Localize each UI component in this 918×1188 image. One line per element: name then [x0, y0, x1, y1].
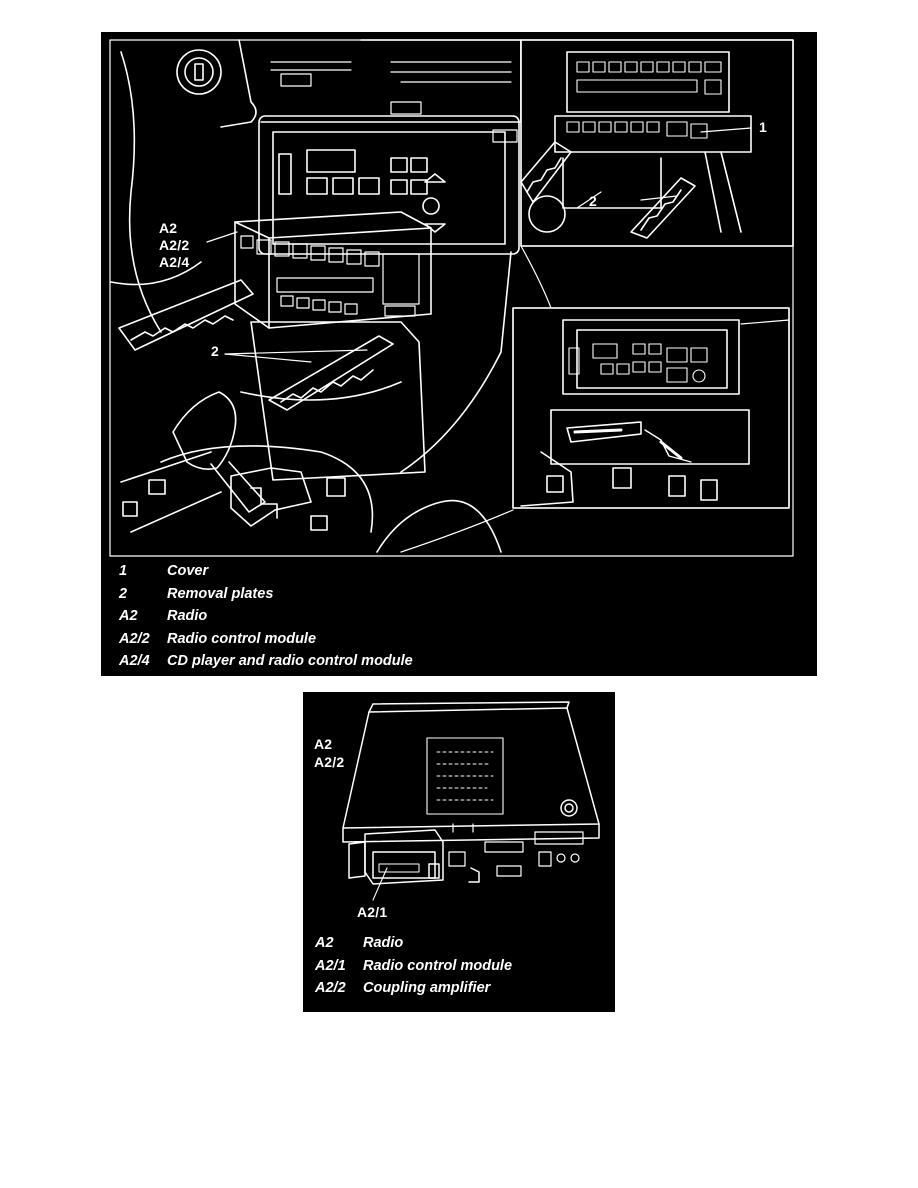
inset-frame-bottom: [512, 307, 790, 509]
callout-a2-4: A2/4: [159, 254, 190, 270]
callout-a2-2: A2/2: [159, 237, 190, 253]
inset-cover-detail: [520, 39, 794, 247]
callout-a2-2: A2/2: [314, 754, 345, 770]
legend-key: A2/2: [119, 630, 150, 647]
vent-grilles: [270, 61, 518, 143]
legend-key: A2/2: [315, 980, 346, 996]
radio-unit-illustration: [342, 701, 600, 901]
dash-contour-top: [220, 39, 257, 128]
legend-key: 1: [119, 563, 128, 579]
removal-plate-left: [118, 279, 254, 351]
ignition-knob: [176, 49, 222, 95]
legend-key: A2/1: [315, 957, 346, 974]
callout-a2: A2: [314, 736, 333, 752]
legend-value: Coupling amplifier: [363, 980, 491, 996]
legend-value: Cover: [167, 563, 209, 579]
legend-key: 2: [119, 585, 128, 602]
legend-key: A2: [315, 935, 334, 951]
callout-a2-1: A2/1: [357, 904, 388, 920]
console-edge: [376, 499, 502, 553]
control-module: [348, 829, 480, 885]
console-side: [400, 251, 512, 473]
legend-key: A2/4: [119, 653, 150, 669]
dash-contour-left: [120, 51, 162, 333]
legend-value: Removal plates: [167, 585, 274, 602]
radio-housing: [342, 701, 600, 843]
removal-plate-right: [268, 335, 394, 411]
storage-tray: [250, 321, 426, 481]
console-switch: [148, 479, 166, 495]
gear-shift: [120, 391, 374, 533]
leader-line-radio: [206, 231, 238, 243]
inset-connector: [520, 245, 552, 309]
climate-control-panel: [258, 115, 520, 255]
callout-removal-plates: 2: [211, 343, 219, 359]
legend-value: Radio: [363, 935, 404, 951]
legend-key: A2: [119, 608, 138, 624]
legend-value: Radio control module: [167, 630, 317, 647]
legend-value: CD player and radio control module: [167, 653, 413, 669]
leader-line-plates-1: [224, 353, 312, 363]
leader-line-module: [372, 867, 388, 901]
legend-value: Radio control module: [363, 957, 513, 974]
radio-unit: [234, 211, 432, 329]
inset-plates-detail: [512, 307, 790, 509]
leader-line-plates-2: [224, 349, 368, 355]
legend-value: Radio: [167, 608, 208, 624]
rear-connectors: [448, 823, 584, 877]
console-curve: [240, 381, 402, 401]
callout-cover: 1: [759, 119, 767, 135]
callout-a2: A2: [159, 220, 178, 236]
inset-frame-top: [520, 39, 794, 247]
callout-removal-plates-inset: 2: [589, 193, 597, 209]
dash-contour-left-2: [110, 261, 202, 286]
radio-removal-illustration: [109, 39, 794, 557]
